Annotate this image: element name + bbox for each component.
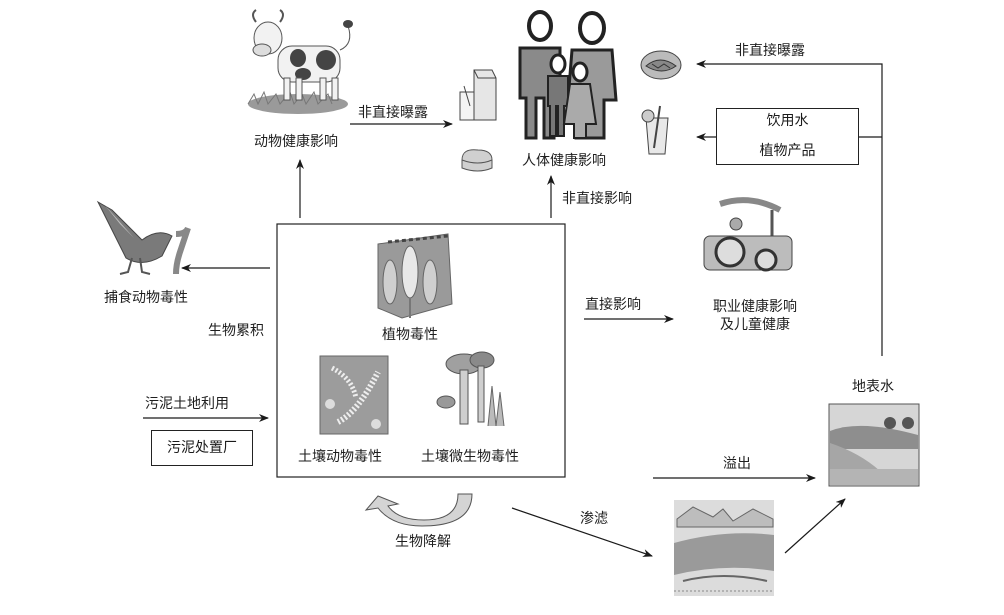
edge-direct-effect: 直接影响 <box>585 297 641 313</box>
node-sludge-plant: 污泥处置厂 <box>167 440 237 456</box>
biodegradation-icon <box>364 493 473 527</box>
fish-illustration <box>640 50 682 80</box>
edge-leaching: 渗滤 <box>580 511 608 527</box>
central-soil-box <box>276 223 566 478</box>
cow-illustration <box>247 9 353 114</box>
node-human-health: 人体健康影响 <box>522 153 606 169</box>
plant-illustration <box>377 233 453 319</box>
line-surface-water-up <box>696 60 883 356</box>
arrow-leaching <box>511 507 653 557</box>
edge-indirect-effect: 非直接影响 <box>562 191 632 207</box>
edge-indirect-exposure-left: 非直接曝露 <box>358 105 428 121</box>
node-predator-toxicity: 捕食动物毒性 <box>104 290 188 306</box>
source-box: 饮用水 植物产品 <box>716 108 859 165</box>
node-surface-water: 地表水 <box>852 379 894 395</box>
surface-water-illustration <box>828 403 920 487</box>
edge-indirect-exposure-right: 非直接曝露 <box>735 43 805 59</box>
bread-illustration <box>461 149 493 172</box>
node-occupational-health: 职业健康影响 及儿童健康 <box>705 298 805 334</box>
node-biodegradation: 生物降解 <box>395 534 451 550</box>
arrow-to-surface-water <box>784 498 846 554</box>
sludge-plant-box: 污泥处置厂 <box>151 430 253 466</box>
node-animal-health: 动物健康影响 <box>254 134 338 150</box>
node-occupational-health-line1: 职业健康影响 <box>713 299 797 315</box>
drink-illustration <box>641 105 669 155</box>
node-plant-toxicity: 植物毒性 <box>382 327 438 343</box>
node-drinking-water: 饮用水 <box>766 113 809 129</box>
family-illustration <box>518 10 618 140</box>
edge-sludge-land-use: 污泥土地利用 <box>145 396 229 412</box>
node-bioaccumulation: 生物累积 <box>208 323 264 339</box>
milk-illustration <box>459 69 497 121</box>
node-occupational-health-line2: 及儿童健康 <box>720 317 790 333</box>
node-soil-microbe-toxicity: 土壤微生物毒性 <box>421 449 519 465</box>
mushroom-illustration <box>436 351 505 427</box>
edge-overflow: 溢出 <box>723 456 751 472</box>
node-plant-products: 植物产品 <box>759 143 816 159</box>
tractor-illustration <box>703 197 793 272</box>
groundwater-illustration <box>674 500 774 596</box>
node-soil-animal-toxicity: 土壤动物毒性 <box>298 449 382 465</box>
soil-animal-illustration <box>319 355 389 435</box>
bird-illustration <box>96 200 191 275</box>
